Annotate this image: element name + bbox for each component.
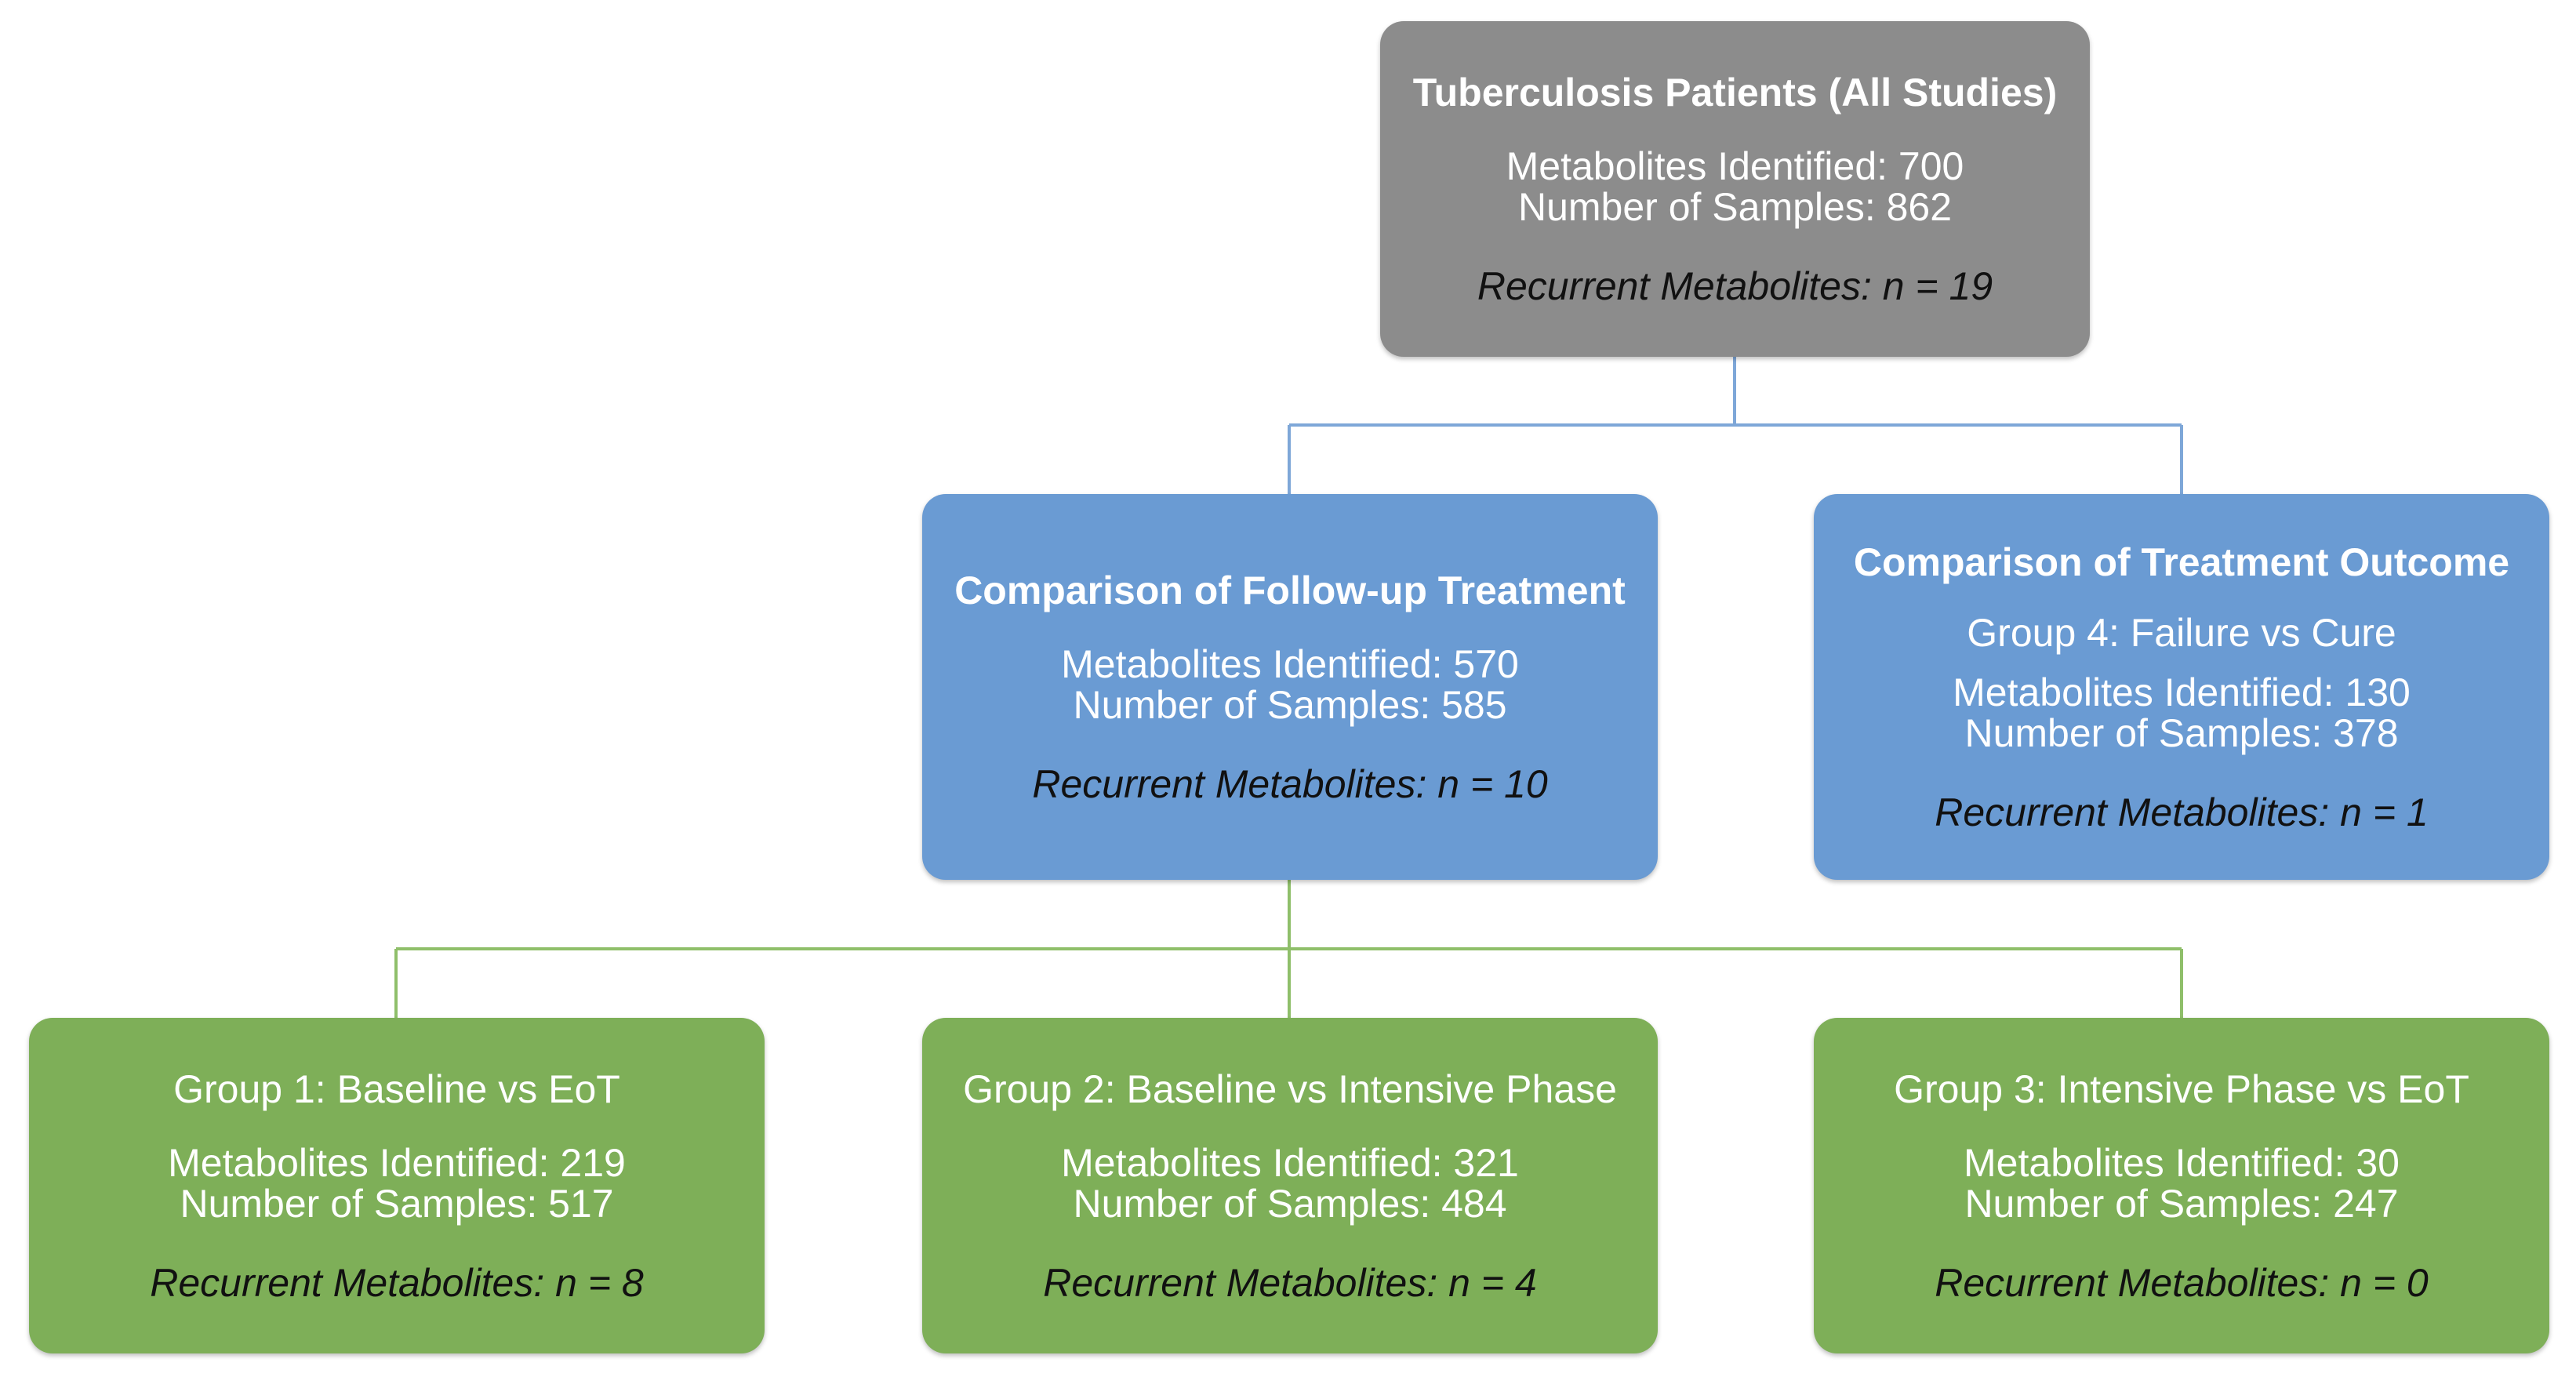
outcome-samples: Number of Samples: 378 [1964, 711, 2399, 755]
group2-metabolites: Metabolites Identified: 321 [1061, 1140, 1519, 1185]
followup-samples: Number of Samples: 585 [1073, 683, 1507, 727]
followup-stats: Metabolites Identified: 570 Number of Sa… [1061, 641, 1519, 727]
group2-samples: Number of Samples: 484 [1073, 1182, 1507, 1226]
group1-title: Group 1: Baseline vs EoT [173, 1066, 620, 1111]
group3-node: Group 3: Intensive Phase vs EoT Metaboli… [1814, 1018, 2549, 1353]
group2-stats: Metabolites Identified: 321 Number of Sa… [1061, 1140, 1519, 1226]
group2-node: Group 2: Baseline vs Intensive Phase Met… [922, 1018, 1658, 1353]
followup-connector [394, 880, 2183, 1018]
group3-metabolites: Metabolites Identified: 30 [1964, 1140, 2400, 1185]
root-node: Tuberculosis Patients (All Studies) Meta… [1380, 21, 2090, 357]
group3-samples: Number of Samples: 247 [1964, 1182, 2399, 1226]
outcome-recurrent: Recurrent Metabolites: n = 1 [1935, 790, 2429, 834]
group1-metabolites: Metabolites Identified: 219 [168, 1140, 626, 1185]
group1-stats: Metabolites Identified: 219 Number of Sa… [168, 1140, 626, 1226]
followup-title: Comparison of Follow-up Treatment [954, 568, 1626, 612]
outcome-metabolites: Metabolites Identified: 130 [1953, 670, 2411, 714]
root-stats: Metabolites Identified: 700 Number of Sa… [1506, 144, 1964, 229]
group3-recurrent: Recurrent Metabolites: n = 0 [1935, 1260, 2429, 1305]
followup-node: Comparison of Follow-up Treatment Metabo… [922, 494, 1658, 880]
outcome-title: Comparison of Treatment Outcome [1853, 540, 2510, 584]
group2-recurrent: Recurrent Metabolites: n = 4 [1043, 1260, 1537, 1305]
group1-node: Group 1: Baseline vs EoT Metabolites Ide… [29, 1018, 765, 1353]
followup-recurrent: Recurrent Metabolites: n = 10 [1032, 761, 1548, 806]
group1-recurrent: Recurrent Metabolites: n = 8 [150, 1260, 644, 1305]
followup-metabolites: Metabolites Identified: 570 [1061, 641, 1519, 686]
outcome-stats: Metabolites Identified: 130 Number of Sa… [1953, 670, 2411, 755]
group2-title: Group 2: Baseline vs Intensive Phase [963, 1066, 1617, 1111]
group3-stats: Metabolites Identified: 30 Number of Sam… [1964, 1140, 2400, 1226]
root-recurrent: Recurrent Metabolites: n = 19 [1477, 263, 1993, 308]
root-metabolites: Metabolites Identified: 700 [1506, 144, 1964, 188]
group1-samples: Number of Samples: 517 [180, 1182, 614, 1226]
root-title: Tuberculosis Patients (All Studies) [1412, 70, 2058, 114]
outcome-node: Comparison of Treatment Outcome Group 4:… [1814, 494, 2549, 880]
root-samples: Number of Samples: 862 [1517, 185, 1953, 229]
root-connector [1288, 357, 2183, 494]
group3-title: Group 3: Intensive Phase vs EoT [1894, 1066, 2469, 1111]
outcome-group: Group 4: Failure vs Cure [1967, 610, 2396, 655]
